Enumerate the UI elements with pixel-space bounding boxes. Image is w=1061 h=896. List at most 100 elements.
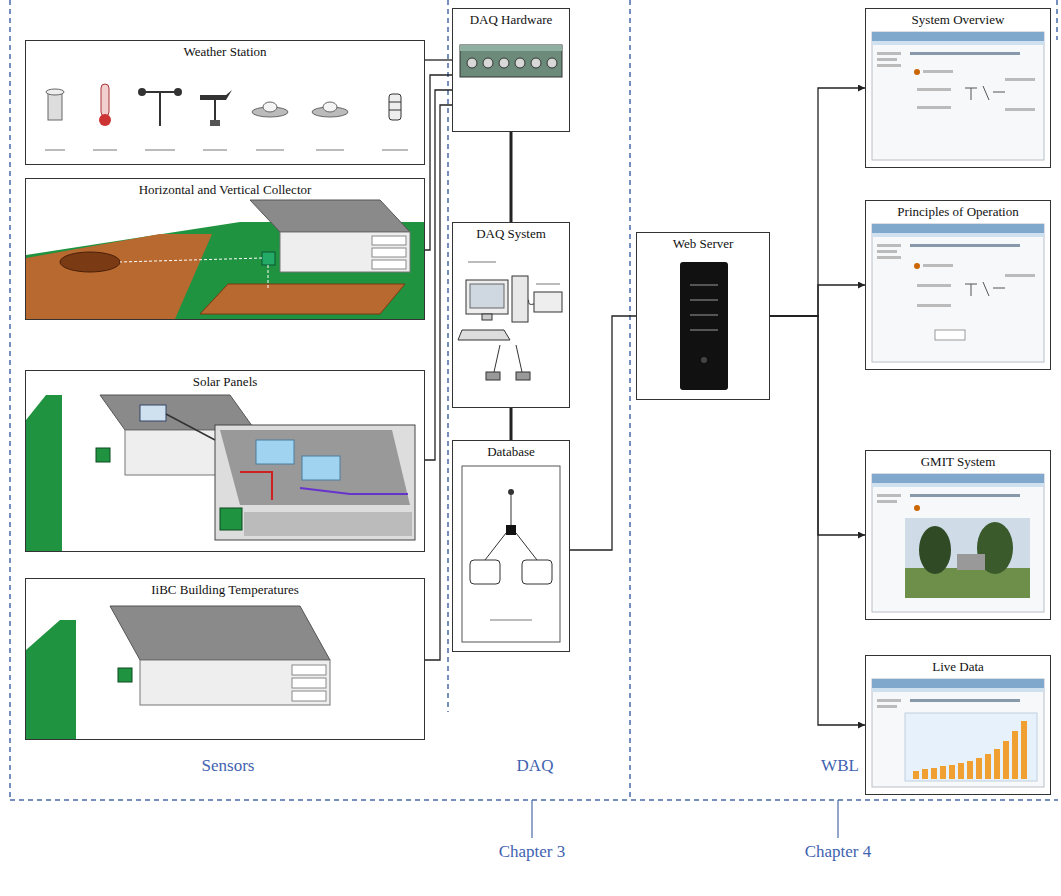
box-title: Weather Station <box>180 44 269 59</box>
building-illustration <box>110 606 330 660</box>
building-illustration <box>140 660 330 705</box>
building-illustration <box>292 665 326 675</box>
solar-illustration <box>240 472 272 500</box>
collector-illustration <box>26 222 424 319</box>
solar-illustration <box>26 395 62 551</box>
sensor-caption-mark <box>203 149 227 151</box>
collector-illustration <box>26 200 424 319</box>
database-sketch <box>462 466 560 642</box>
page-screenshot <box>877 64 901 67</box>
page-screenshot <box>922 769 928 779</box>
region-divider <box>10 0 1058 800</box>
page-screenshot <box>967 761 973 779</box>
page-screenshot <box>935 330 965 340</box>
page-screenshot <box>872 474 1044 483</box>
computer-sketch <box>516 372 530 380</box>
box-title: GMIT System <box>918 454 999 469</box>
sensor-box: Solar Panels <box>25 370 425 552</box>
page-screenshot <box>940 766 946 779</box>
building-illustration <box>26 606 330 739</box>
connector <box>510 408 513 440</box>
sensor-caption-mark <box>256 149 284 151</box>
box-title: Horizontal and Vertical Collector <box>136 182 315 197</box>
solar-illustration <box>256 440 294 464</box>
building-illustration <box>292 678 326 688</box>
daq-board <box>483 58 493 68</box>
chapter-label: Chapter 3 <box>497 842 568 862</box>
page-screenshot <box>872 41 1044 45</box>
collector-illustration <box>200 284 405 314</box>
box-title: System Overview <box>909 12 1008 27</box>
solar-illustration <box>302 456 340 480</box>
weather-sensor-icon <box>159 92 161 126</box>
weather-sensor-icon <box>200 90 232 100</box>
database-sketch <box>516 533 537 560</box>
chapter-tick <box>837 800 838 838</box>
page-screenshot <box>872 483 1044 487</box>
page-screenshot <box>877 52 901 55</box>
page-screenshot <box>1005 78 1035 81</box>
region-divider <box>10 799 1058 801</box>
daq-board <box>467 58 477 68</box>
page-screenshot <box>957 554 985 570</box>
page-screenshot <box>958 763 964 779</box>
weather-sensor-icon <box>138 88 146 96</box>
box-title: DAQ Hardware <box>467 12 556 27</box>
connector <box>770 285 865 316</box>
database-sketch <box>508 489 514 495</box>
sensor-caption-mark <box>382 149 408 151</box>
page-screenshot <box>910 52 1020 55</box>
page-screenshot <box>1005 108 1035 111</box>
solar-illustration <box>215 425 415 540</box>
daq-board <box>515 58 525 68</box>
server-tower <box>690 329 718 331</box>
daq-board <box>460 45 562 77</box>
box-title: Solar Panels <box>190 374 261 389</box>
region-label: DAQ <box>515 756 556 776</box>
weather-sensor-icon <box>210 120 220 126</box>
page-screenshot <box>872 679 1044 787</box>
region-divider <box>9 0 11 800</box>
page-screenshot <box>877 494 901 497</box>
page-screenshot <box>1005 274 1035 277</box>
connector <box>510 132 513 222</box>
page-screenshot <box>985 754 991 779</box>
page-screenshot <box>917 106 951 109</box>
chapter-tick <box>532 800 838 838</box>
computer-sketch <box>516 345 522 372</box>
page-screenshot <box>877 705 897 708</box>
page-screenshot <box>872 224 1044 362</box>
solar-illustration <box>140 405 166 421</box>
solar-illustration <box>96 448 110 462</box>
server-tower <box>690 299 718 301</box>
box-title: Live Data <box>929 659 987 674</box>
web-page-box: GMIT System <box>865 450 1051 620</box>
sensor-caption-mark <box>316 149 344 151</box>
page-screenshot <box>994 749 1000 779</box>
region-label: WBL <box>819 756 861 776</box>
daq-box: DAQ Hardware <box>452 8 570 132</box>
page-screenshot <box>872 679 1044 787</box>
collector-illustration <box>372 236 406 245</box>
weather-sensor-icon <box>263 102 277 112</box>
weather-sensor-icon <box>389 94 401 120</box>
computer-sketch <box>482 314 492 320</box>
page-screenshot <box>877 699 901 702</box>
computer-sketch <box>512 276 528 322</box>
database-sketch <box>490 619 532 621</box>
weather-sensor-icon <box>323 102 337 112</box>
sensor-caption-mark <box>45 149 408 151</box>
page-screenshot <box>910 699 1020 702</box>
weather-sensor-icon <box>46 84 401 126</box>
database-sketch <box>470 560 500 584</box>
page-screenshot <box>872 224 1044 233</box>
daq-board <box>547 58 557 68</box>
computer-sketch <box>536 283 560 285</box>
collector-illustration <box>268 265 269 290</box>
daq-box: Database <box>452 440 570 652</box>
connector <box>425 59 452 60</box>
database-sketch <box>485 533 506 560</box>
page-screenshot <box>923 264 953 267</box>
web-page-box: Principles of Operation <box>865 200 1051 370</box>
connector <box>770 316 865 725</box>
